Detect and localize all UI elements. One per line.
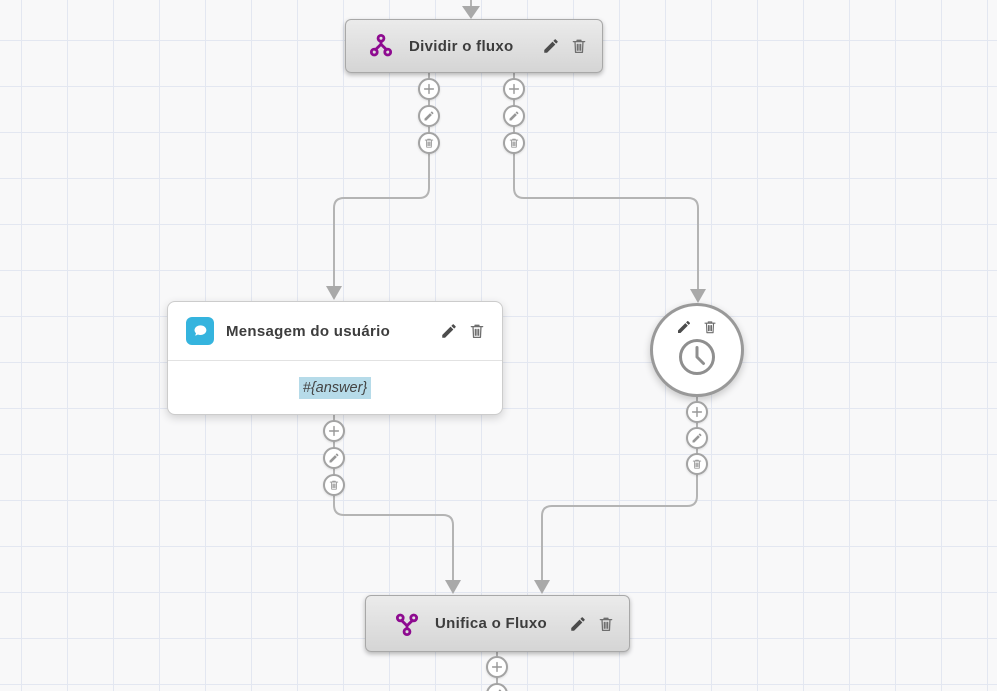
node-actions bbox=[542, 37, 588, 55]
edge-delete-button[interactable] bbox=[418, 132, 440, 154]
node-split-flow[interactable]: Dividir o fluxo bbox=[345, 19, 603, 73]
chat-bubble-icon bbox=[186, 317, 214, 345]
edge-edit-button[interactable] bbox=[686, 427, 708, 449]
delete-node-button[interactable] bbox=[597, 615, 615, 633]
pencil-icon bbox=[423, 110, 435, 122]
edge-delete-button[interactable] bbox=[503, 132, 525, 154]
plus-icon bbox=[690, 405, 704, 419]
edge-timer-to-merge bbox=[541, 397, 698, 580]
edit-node-button[interactable] bbox=[676, 319, 692, 335]
plus-icon bbox=[327, 424, 341, 438]
node-actions bbox=[569, 615, 615, 633]
arrowhead bbox=[690, 289, 706, 303]
trash-icon bbox=[328, 479, 340, 491]
node-title: Mensagem do usuário bbox=[226, 322, 391, 340]
edge-message-to-merge bbox=[333, 415, 454, 580]
arrowhead bbox=[445, 580, 461, 594]
pencil-icon bbox=[691, 432, 703, 444]
edit-node-button[interactable] bbox=[542, 37, 560, 55]
plus-icon bbox=[507, 82, 521, 96]
delete-node-button[interactable] bbox=[702, 319, 718, 335]
edge-split-to-message bbox=[333, 73, 430, 286]
edge-add-button[interactable] bbox=[486, 656, 508, 678]
edge-edit-button[interactable] bbox=[323, 447, 345, 469]
edge-split-to-timer bbox=[513, 73, 699, 289]
node-title: Dividir o fluxo bbox=[409, 37, 514, 55]
pencil-icon bbox=[328, 452, 340, 464]
plus-icon bbox=[490, 660, 504, 674]
arrowhead bbox=[326, 286, 342, 300]
trash-icon bbox=[423, 137, 435, 149]
node-actions bbox=[676, 319, 718, 335]
edge-edit-button[interactable] bbox=[418, 105, 440, 127]
node-merge-flow[interactable]: Unifica o Fluxo bbox=[365, 595, 630, 652]
pencil-icon bbox=[508, 110, 520, 122]
edge-add-button[interactable] bbox=[503, 78, 525, 100]
clock-icon bbox=[679, 339, 715, 375]
arrowhead bbox=[534, 580, 550, 594]
edit-node-button[interactable] bbox=[569, 615, 587, 633]
edge-add-button[interactable] bbox=[686, 401, 708, 423]
trash-icon bbox=[691, 458, 703, 470]
edge-edit-button[interactable] bbox=[503, 105, 525, 127]
node-user-message[interactable]: Mensagem do usuário #{answer} bbox=[167, 301, 503, 415]
edge-add-button[interactable] bbox=[418, 78, 440, 100]
node-title: Unifica o Fluxo bbox=[435, 615, 548, 632]
edge-delete-button[interactable] bbox=[323, 474, 345, 496]
arrowhead bbox=[462, 6, 480, 19]
node-body: #{answer} bbox=[168, 361, 502, 414]
delete-node-button[interactable] bbox=[468, 322, 486, 340]
edge-delete-button[interactable] bbox=[686, 453, 708, 475]
node-header: Mensagem do usuário bbox=[168, 302, 502, 361]
plus-icon bbox=[422, 82, 436, 96]
answer-variable: #{answer} bbox=[298, 376, 372, 399]
split-flow-icon bbox=[369, 33, 393, 57]
merge-flow-icon bbox=[395, 613, 419, 636]
node-actions bbox=[440, 322, 486, 340]
edge-add-button[interactable] bbox=[323, 420, 345, 442]
delete-node-button[interactable] bbox=[570, 37, 588, 55]
trash-icon bbox=[508, 137, 520, 149]
node-timer[interactable] bbox=[650, 303, 744, 397]
edit-node-button[interactable] bbox=[440, 322, 458, 340]
edge-edit-button[interactable] bbox=[486, 683, 508, 691]
